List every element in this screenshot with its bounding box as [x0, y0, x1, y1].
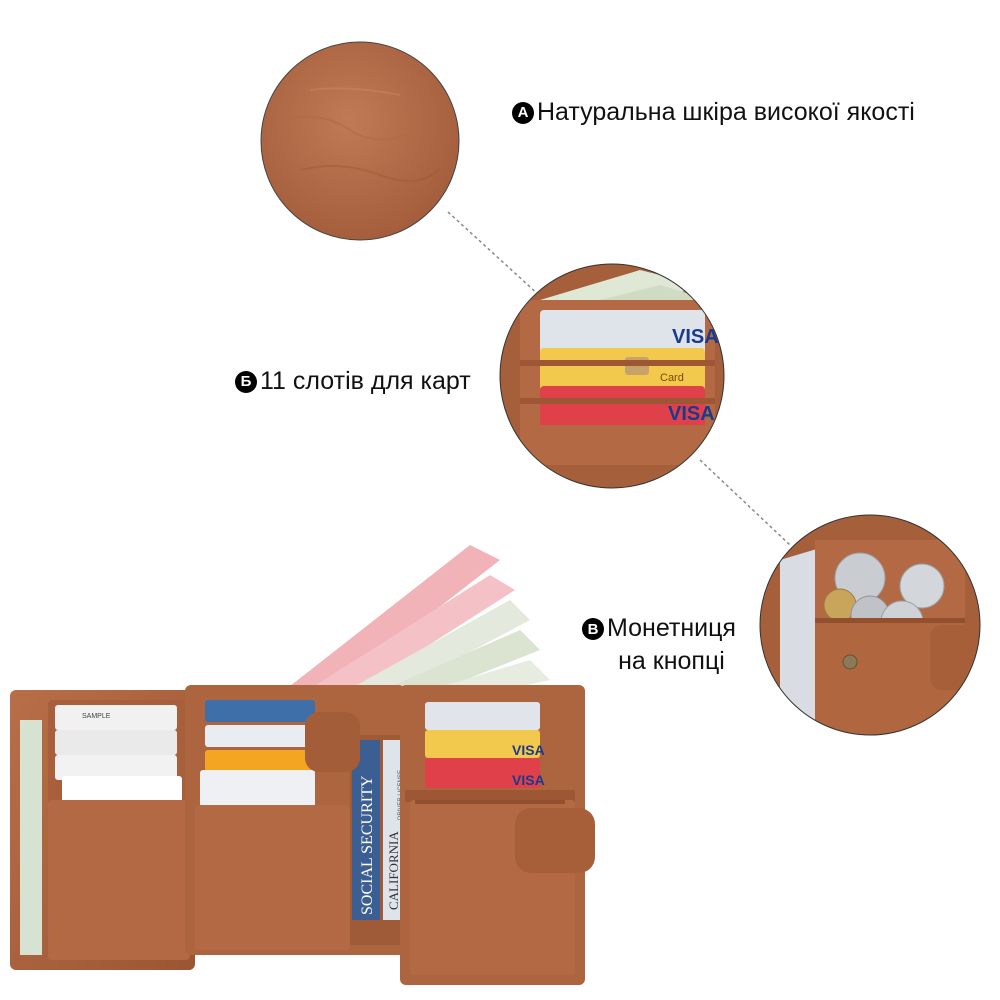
wallet-photo: SOCIAL SECURITY CALIFORNIA DRIVER LICENS…: [10, 545, 595, 985]
badge-a: A: [512, 101, 534, 124]
social-security-card: SOCIAL SECURITY: [359, 775, 376, 915]
badge-b: Б: [235, 370, 257, 393]
visa-logo-zoom: VISA: [672, 326, 719, 348]
visa-logo-zoom-2: VISA: [668, 403, 715, 425]
visa-logo-wallet: VISA: [512, 742, 545, 758]
feature-coin-pocket: В Монетниця на кнопці: [582, 612, 736, 678]
feature-card-slots-text: 11 слотів для карт: [260, 367, 471, 395]
feature-card-slots: Б 11 слотів для карт: [235, 365, 471, 398]
connector-lines: [447, 211, 791, 546]
feature-coin-pocket-line2: на кнопці: [618, 647, 725, 675]
feature-leather: A Натуральна шкіра високої якості: [512, 96, 915, 129]
leather-texture-zoom: [260, 41, 460, 241]
visa-logo-wallet-2: VISA: [512, 772, 545, 788]
coin-pocket-zoom: [759, 514, 981, 736]
card-slots-zoom: VISA VISA Card: [499, 263, 725, 489]
sample-card-label: SAMPLE: [82, 713, 111, 720]
feature-leather-text: Натуральна шкіра високої якості: [537, 98, 915, 126]
california-card: CALIFORNIA: [386, 831, 401, 910]
card-label-zoom: Card: [660, 372, 684, 384]
badge-c: В: [582, 618, 604, 640]
feature-coin-pocket-line1: Монетниця: [607, 614, 736, 642]
